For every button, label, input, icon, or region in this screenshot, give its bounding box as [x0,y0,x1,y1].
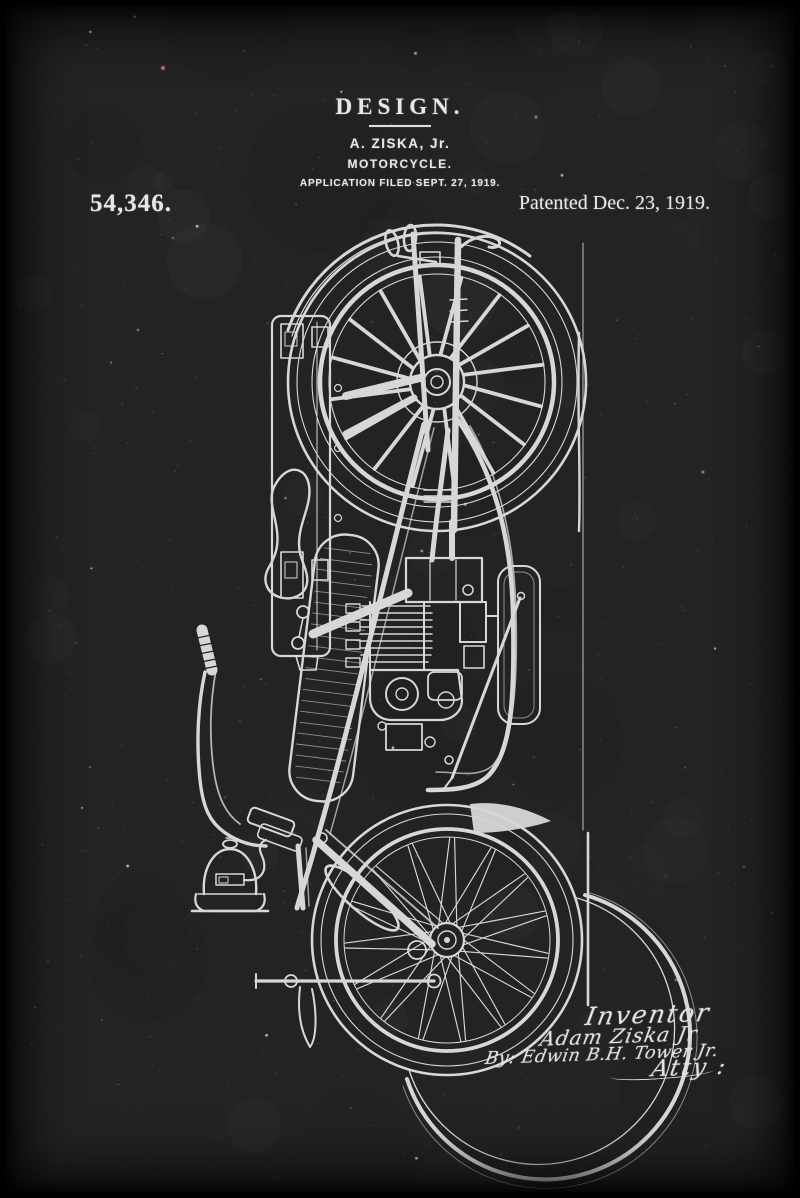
handlebar [196,624,303,852]
rear-wheel [286,231,588,533]
patent-header: DESIGN. A. ZISKA, Jr. MOTORCYCLE. APPLIC… [0,94,800,189]
inventor-line: A. ZISKA, Jr. [349,136,451,151]
title-underline-rule [369,125,431,127]
horn-lamp [190,837,270,913]
battery-box [497,565,541,725]
rear-wheel-spokes [329,274,545,490]
foot-step-rod [254,973,442,1048]
subject-title: MOTORCYCLE. [347,157,453,171]
patent-date-line: Patented Dec. 23, 1919. [518,192,710,214]
fuel-tank [288,533,380,803]
patent-number: 54,346. [90,190,172,217]
application-filed-line: APPLICATION FILED SEPT. 27, 1919. [299,178,501,189]
doc-type-title: DESIGN. [335,94,465,119]
front-fork [295,829,439,948]
